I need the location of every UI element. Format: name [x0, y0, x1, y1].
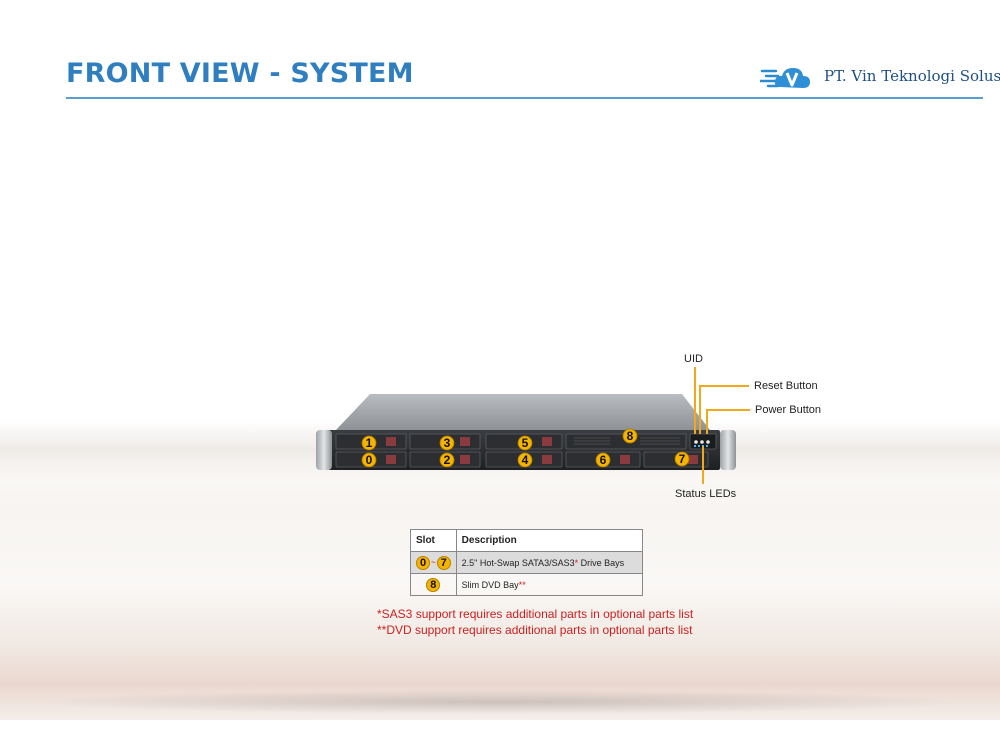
bay-latch: [386, 455, 396, 464]
reset-button-icon: [700, 440, 704, 444]
svg-text:6: 6: [600, 453, 607, 467]
status-callout-line: [702, 446, 704, 484]
bay-latch: [542, 437, 552, 446]
power-button-label: Power Button: [755, 404, 822, 416]
company-logo: PT. Vin Teknologi Solusi: [758, 62, 1000, 94]
slot-badge-start: 0: [416, 555, 430, 570]
footnote-mark: **: [518, 579, 526, 590]
slot-range-sep: ~: [431, 558, 436, 567]
svg-text:3: 3: [444, 436, 451, 450]
slot-badge: 8: [426, 577, 441, 592]
svg-text:4: 4: [522, 453, 529, 467]
bay-badge-4: 4: [517, 452, 533, 468]
slot-badge-end: 7: [436, 555, 451, 570]
bay-latch: [386, 437, 396, 446]
title-underline: [66, 97, 983, 99]
slot-cell: 0~7: [410, 551, 457, 574]
svg-text:2: 2: [444, 453, 451, 467]
server-chassis-top: [336, 394, 710, 430]
bay-badge-5: 5: [517, 435, 533, 451]
page-title: FRONT VIEW - SYSTEM: [66, 58, 414, 89]
bay-badge-6: 6: [595, 452, 611, 468]
svg-text:0: 0: [366, 453, 373, 467]
power-callout-line-h: [706, 409, 750, 411]
bay-badge-2: 2: [439, 452, 455, 468]
description-text: Slim DVD Bay: [461, 579, 519, 590]
uid-button-icon: [694, 440, 698, 444]
description-cell: 2.5" Hot-Swap SATA3/SAS3* Drive Bays: [455, 551, 644, 574]
reset-callout-line-h: [699, 385, 749, 387]
reset-button-label: Reset Button: [754, 380, 818, 392]
svg-text:7: 7: [679, 452, 686, 466]
description-text: 2.5" Hot-Swap SATA3/SAS3: [461, 557, 575, 568]
svg-text:8: 8: [627, 429, 634, 443]
svg-text:5: 5: [522, 436, 529, 450]
slot-description-table: Slot Description 0~7 2.5" Hot-Swap SATA3…: [410, 529, 644, 596]
footnote-dvd: **DVD support requires additional parts …: [377, 623, 693, 637]
bay-latch: [542, 455, 552, 464]
server-front-illustration: 1 3 5 8 0 2 4 6 7: [316, 394, 736, 470]
description-cell: Slim DVD Bay**: [455, 573, 644, 596]
table-row: 8 Slim DVD Bay**: [410, 573, 644, 596]
description-suffix: Drive Bays: [578, 557, 625, 568]
uid-label: UID: [684, 353, 703, 365]
bay-badge-3: 3: [439, 435, 455, 451]
table-row: 0~7 2.5" Hot-Swap SATA3/SAS3* Drive Bays: [410, 551, 644, 574]
uid-callout-line: [694, 367, 696, 434]
bay-latch: [460, 437, 470, 446]
column-header-description: Description: [455, 529, 644, 552]
company-name: PT. Vin Teknologi Solusi: [824, 67, 1000, 85]
table-header-row: Slot Description: [410, 529, 644, 552]
bay-latch: [688, 455, 698, 464]
footnote-sas3: *SAS3 support requires additional parts …: [377, 607, 694, 621]
reset-callout-line-v: [699, 385, 701, 434]
left-rack-ear: [316, 430, 332, 470]
background-shadow: [30, 690, 970, 714]
bay-latch: [460, 455, 470, 464]
bay-latch: [620, 455, 630, 464]
bay-badge-1: 1: [361, 435, 377, 451]
bay-badge-0: 0: [361, 452, 377, 468]
footnote-mark: *: [574, 557, 579, 568]
status-leds-label: Status LEDs: [675, 488, 737, 500]
slot-cell: 8: [410, 573, 457, 596]
bay-badge-8: 8: [622, 428, 638, 444]
bay-badge-7: 7: [674, 451, 690, 467]
cloud-v-logo-icon: [758, 68, 810, 88]
right-rack-ear: [720, 430, 736, 470]
svg-text:1: 1: [366, 436, 373, 450]
column-header-slot: Slot: [410, 529, 457, 552]
power-callout-line-v: [706, 409, 708, 434]
power-button-icon: [706, 440, 710, 444]
